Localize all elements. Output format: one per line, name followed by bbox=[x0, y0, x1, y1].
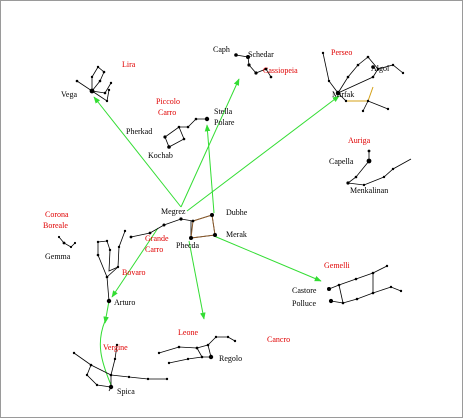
label-merak: Merak bbox=[226, 230, 247, 239]
star-vega bbox=[89, 88, 95, 94]
arrow-to-gemelli bbox=[213, 235, 322, 282]
auriga-lines bbox=[346, 158, 412, 186]
pointer-arrows bbox=[93, 78, 340, 386]
star-algol bbox=[371, 65, 375, 69]
star-phecda bbox=[189, 236, 193, 240]
vergine-lines-2 bbox=[110, 374, 167, 380]
label-spica: Spica bbox=[117, 387, 135, 396]
star-megrez bbox=[179, 217, 183, 221]
label-pherkad: Pherkad bbox=[126, 127, 152, 136]
perseo-lines-4 bbox=[362, 100, 369, 112]
label-regolo: Regolo bbox=[219, 354, 242, 363]
arrow-to-vega bbox=[93, 96, 182, 208]
arrow-to-spica bbox=[103, 300, 110, 324]
label-algol: Algol bbox=[371, 64, 390, 73]
label-corona-boreale-2: Boreale bbox=[43, 221, 68, 230]
perseo-lines bbox=[322, 52, 404, 94]
star-spica bbox=[108, 384, 114, 390]
leone-lines-3 bbox=[168, 356, 203, 364]
star-capella bbox=[366, 158, 372, 164]
star-schedar bbox=[246, 55, 250, 59]
label-vega: Vega bbox=[61, 90, 77, 99]
label-gemelli: Gemelli bbox=[324, 261, 351, 270]
piccolo-carro-lines bbox=[164, 118, 207, 148]
label-megrez: Megrez bbox=[161, 207, 186, 216]
arc-to-spica bbox=[99, 320, 112, 386]
star-gemma bbox=[62, 241, 66, 245]
arrow-to-arturo bbox=[111, 227, 159, 298]
arrow-to-cassiopeia bbox=[180, 78, 240, 208]
label-auriga: Auriga bbox=[348, 136, 371, 145]
star-stella-polare bbox=[204, 116, 210, 122]
star-mirfak bbox=[335, 90, 341, 96]
label-mirfak: Mirfak bbox=[332, 90, 354, 99]
star-pherkad bbox=[163, 135, 167, 139]
star-menkalinan bbox=[346, 181, 350, 185]
label-grande-carro-1: Grande bbox=[145, 234, 169, 243]
label-grande-carro-2: Carro bbox=[145, 245, 163, 254]
gemelli-lines-3 bbox=[338, 284, 344, 304]
label-stella-polare-2: Polare bbox=[214, 118, 235, 127]
label-lira: Lira bbox=[122, 60, 136, 69]
corona-boreale-lines bbox=[58, 236, 76, 248]
dipper-highlight bbox=[190, 214, 216, 239]
vergine-lines-3 bbox=[86, 364, 112, 388]
star-arturo bbox=[106, 298, 112, 304]
label-menkalinan: Menkalinan bbox=[350, 186, 388, 195]
bovaro-lines-2 bbox=[106, 266, 119, 278]
cassiopeia-lines bbox=[235, 54, 272, 78]
star-kochab bbox=[167, 145, 171, 149]
bovaro-lines bbox=[97, 230, 126, 302]
star-dubhe bbox=[210, 213, 214, 217]
label-corona-boreale-1: Corona bbox=[45, 210, 69, 219]
label-vergine: Vergine bbox=[103, 343, 128, 352]
star-regolo bbox=[208, 354, 214, 360]
label-cancro: Cancro bbox=[267, 335, 290, 344]
arrow-to-stella-polare bbox=[204, 124, 215, 214]
label-piccolo-carro-1: Piccolo bbox=[156, 97, 180, 106]
label-kochab: Kochab bbox=[148, 151, 173, 160]
vergine-lines bbox=[73, 352, 112, 392]
lira-lines bbox=[76, 66, 112, 94]
arrow-to-leone bbox=[188, 240, 206, 320]
leone-lines bbox=[158, 344, 212, 358]
label-cassiopeia: Cassiopeia bbox=[263, 66, 298, 75]
label-gemma: Gemma bbox=[45, 252, 71, 261]
label-schedar: Schedar bbox=[248, 50, 274, 59]
label-piccolo-carro-2: Carro bbox=[158, 108, 176, 117]
star-castore bbox=[327, 287, 331, 291]
label-leone: Leone bbox=[178, 328, 198, 337]
label-phecda: Phecda bbox=[176, 241, 200, 250]
arrow-to-mirfak bbox=[186, 95, 340, 212]
label-polluce: Polluce bbox=[292, 299, 316, 308]
label-stella-polare-1: Stella bbox=[214, 107, 233, 116]
label-castore: Castore bbox=[292, 286, 317, 295]
label-perseo: Perseo bbox=[331, 48, 352, 57]
label-caph: Caph bbox=[213, 45, 230, 54]
label-dubhe: Dubhe bbox=[226, 208, 248, 217]
gemelli-lines-2 bbox=[330, 286, 402, 304]
label-capella: Capella bbox=[329, 157, 354, 166]
star-caph bbox=[234, 53, 238, 57]
label-arturo: Arturo bbox=[114, 298, 135, 307]
star-merak bbox=[213, 233, 217, 237]
leone-lines-2 bbox=[207, 336, 236, 346]
label-bovaro: Bovaro bbox=[122, 268, 146, 277]
star-polluce bbox=[328, 298, 334, 304]
